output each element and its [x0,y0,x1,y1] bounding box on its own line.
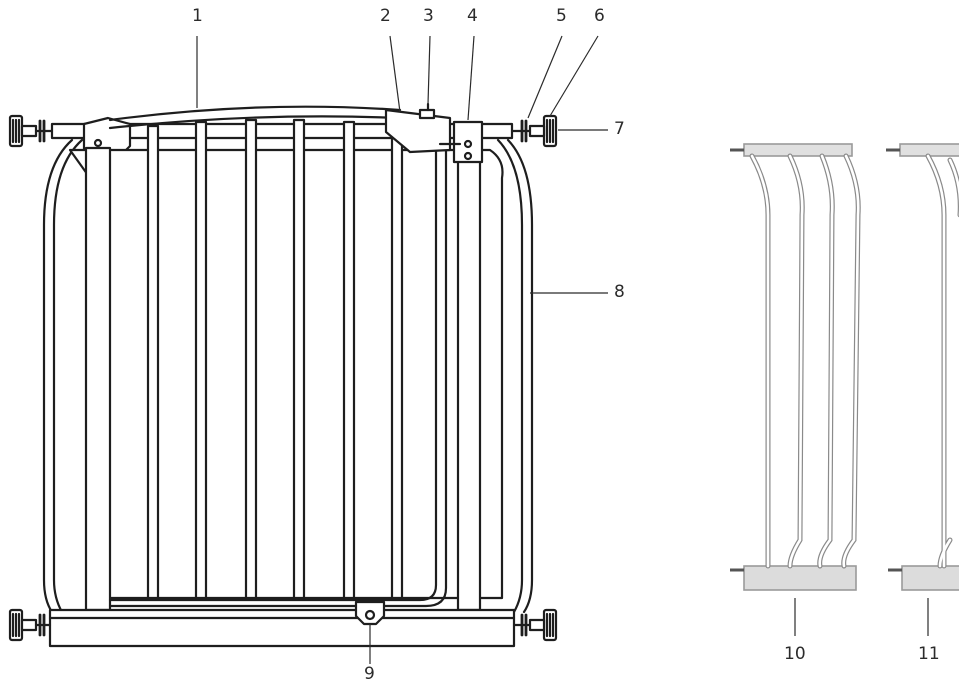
label-5: 5 [556,6,567,26]
label-4: 4 [467,6,478,26]
label-3: 3 [423,6,434,26]
label-10: 10 [784,644,806,664]
label-8: 8 [614,282,625,302]
label-2: 2 [380,6,391,26]
floor-catch [354,600,386,626]
label-9: 9 [364,664,375,684]
extension-piece-11 [886,143,959,591]
tension-knob-top-left [8,114,54,148]
tension-knob-bottom-left [8,608,52,642]
tension-knob-top-right [510,114,558,148]
extension-piece-10 [730,143,861,591]
label-11: 11 [918,644,940,664]
label-7: 7 [614,119,625,139]
leader-lines [196,35,929,664]
label-1: 1 [192,6,203,26]
gate-door [68,105,504,612]
label-6: 6 [594,6,605,26]
outer-frame [42,138,534,614]
bottom-bar [48,608,516,648]
latch-housing [384,102,452,154]
tension-knob-bottom-right [512,608,558,642]
hinge-bracket-right [438,120,484,164]
